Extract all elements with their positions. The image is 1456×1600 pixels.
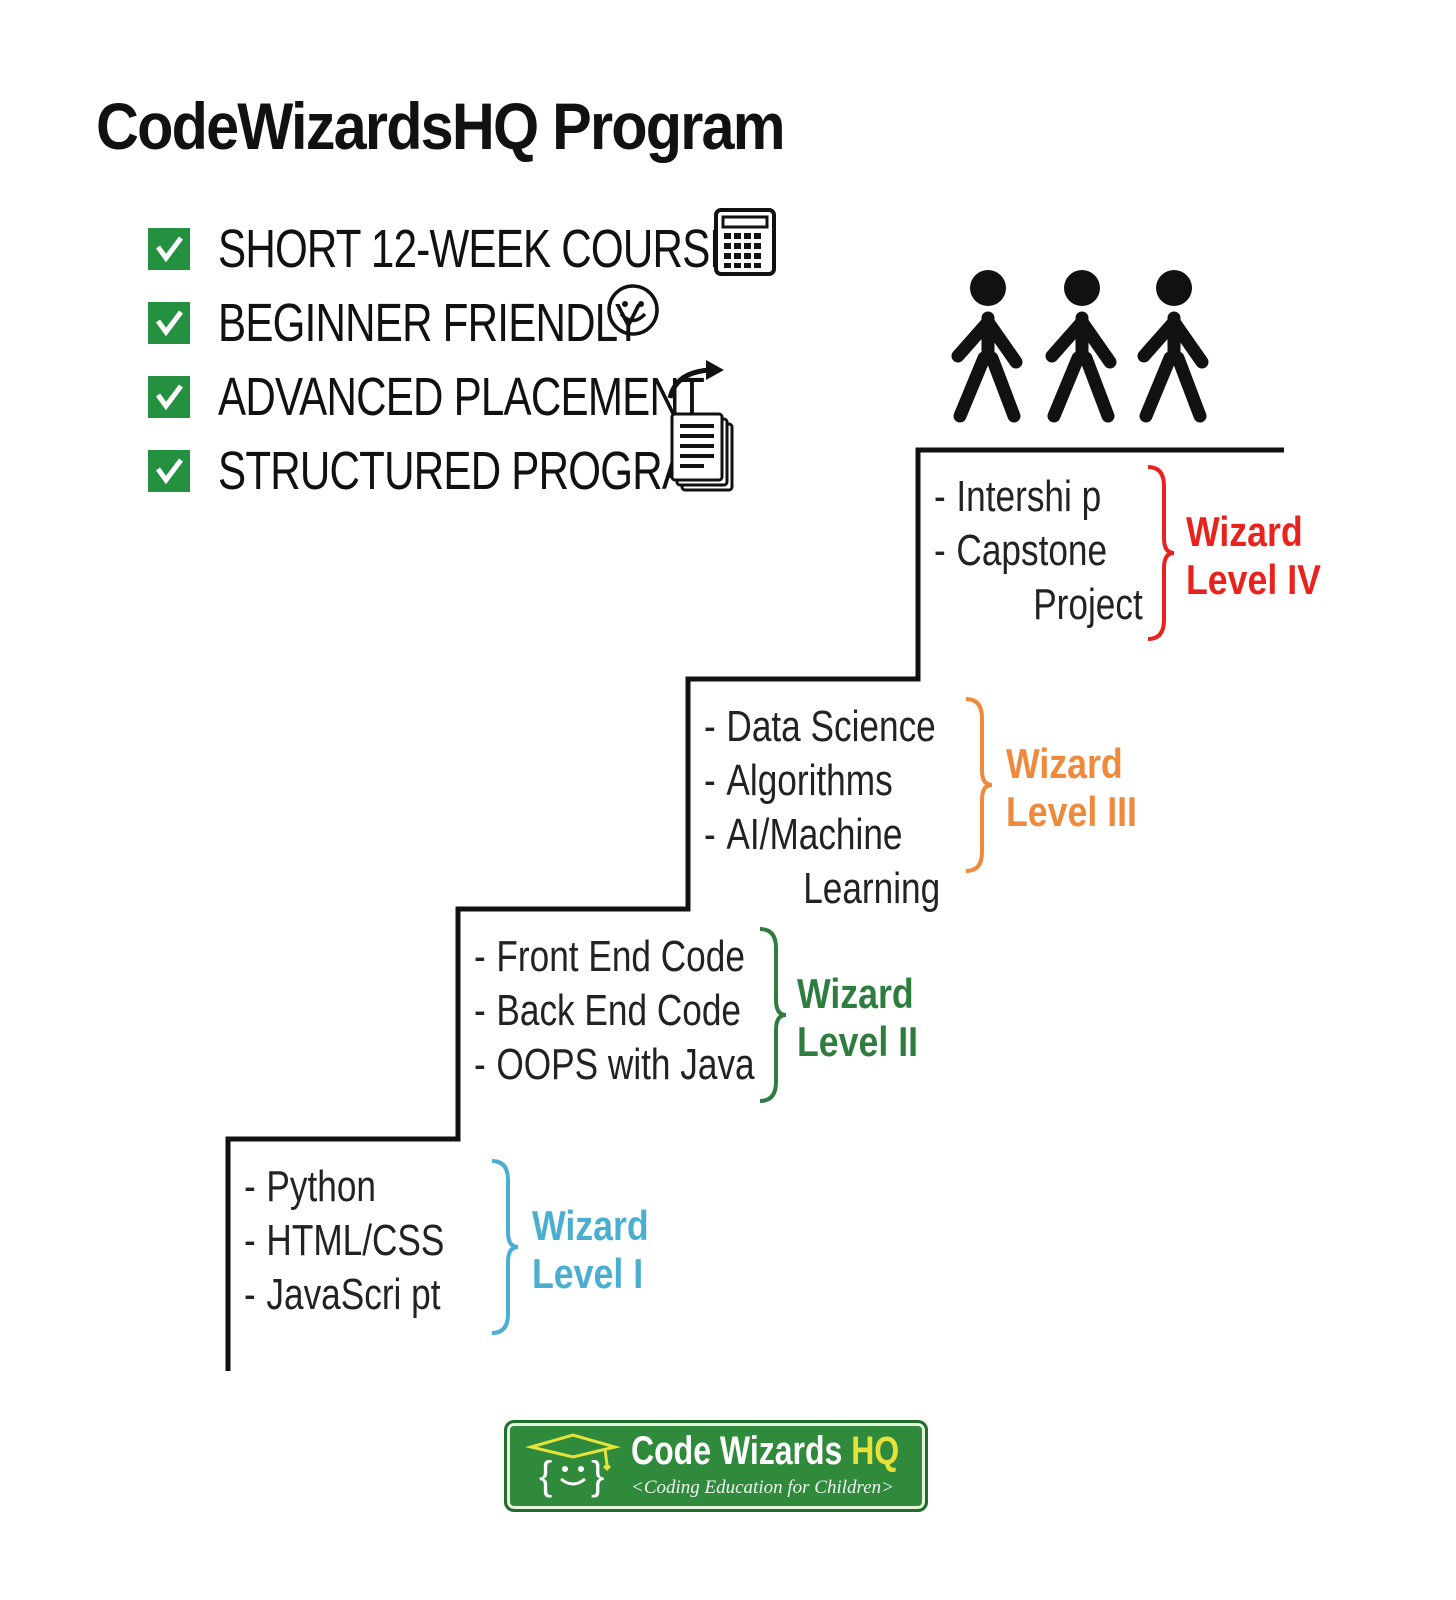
- logo-wordmark: Code Wizards HQ: [631, 1429, 900, 1473]
- topic-item: Python: [244, 1160, 444, 1214]
- documents-icon: [670, 412, 734, 492]
- feature-label: SHORT 12-WEEK COURSES: [218, 219, 765, 279]
- svg-text:{: {: [539, 1454, 552, 1498]
- topic-item: JavaScri pt: [244, 1268, 444, 1322]
- topic-item: Front End Code: [474, 930, 755, 984]
- checkmark-icon: [148, 450, 190, 492]
- person-icon: [1137, 270, 1209, 423]
- checkmark-icon: [148, 228, 190, 270]
- brand-logo: { } Code Wizards HQ <Coding Education fo…: [504, 1420, 928, 1512]
- level-2-topics: Front End Code Back End Code OOPS with J…: [474, 930, 755, 1092]
- curved-arrow-icon: [667, 360, 724, 399]
- level-4-brace: [1147, 465, 1175, 641]
- topic-item: Algorithms: [704, 754, 940, 808]
- feature-list: SHORT 12-WEEK COURSES BEGINNER FRIENDLY …: [148, 212, 918, 508]
- feature-item: BEGINNER FRIENDLY: [148, 286, 918, 360]
- feature-label: BEGINNER FRIENDLY: [218, 293, 642, 353]
- feature-item: ADVANCED PLACEMENT: [148, 360, 918, 434]
- person-icon: [1045, 270, 1117, 423]
- topic-item: Back End Code: [474, 984, 755, 1038]
- level-1-topics: Python HTML/CSS JavaScri pt: [244, 1160, 444, 1322]
- feature-item: STRUCTURED PROGRAM: [148, 434, 918, 508]
- topic-item: Data Science: [704, 700, 940, 754]
- page-title: CodeWizardsHQ Program: [96, 89, 786, 163]
- level-2-brace: [759, 927, 787, 1103]
- topic-item: OOPS with Java: [474, 1038, 755, 1092]
- level-3-topics: Data Science Algorithms AI/MachineLearni…: [704, 700, 940, 916]
- level-2-label: Wizard Level II: [797, 970, 919, 1065]
- svg-text:}: }: [591, 1454, 604, 1498]
- topic-continuation: Learning: [803, 864, 941, 913]
- level-3-label: Wizard Level III: [1006, 740, 1137, 835]
- level-3-brace: [965, 697, 993, 873]
- topic-item: HTML/CSS: [244, 1214, 444, 1268]
- calculator-icon: [714, 208, 776, 276]
- logo-tagline: <Coding Education for Children>: [631, 1477, 894, 1498]
- level-4-label: Wizard Level IV: [1186, 508, 1321, 603]
- person-icon: [951, 270, 1023, 423]
- feature-item: SHORT 12-WEEK COURSES: [148, 212, 918, 286]
- smiley-icon: [607, 284, 659, 336]
- level-1-brace: [491, 1159, 519, 1335]
- wizard-face-icon: { }: [525, 1433, 621, 1498]
- topic-item: Intershi p: [934, 470, 1143, 524]
- feature-label: STRUCTURED PROGRAM: [218, 441, 724, 501]
- checkmark-icon: [148, 302, 190, 344]
- checkmark-icon: [148, 376, 190, 418]
- feature-label: ADVANCED PLACEMENT: [218, 367, 705, 427]
- level-1-label: Wizard Level I: [532, 1202, 649, 1297]
- topic-continuation: Project: [1033, 580, 1143, 629]
- people-icon: [951, 270, 1209, 423]
